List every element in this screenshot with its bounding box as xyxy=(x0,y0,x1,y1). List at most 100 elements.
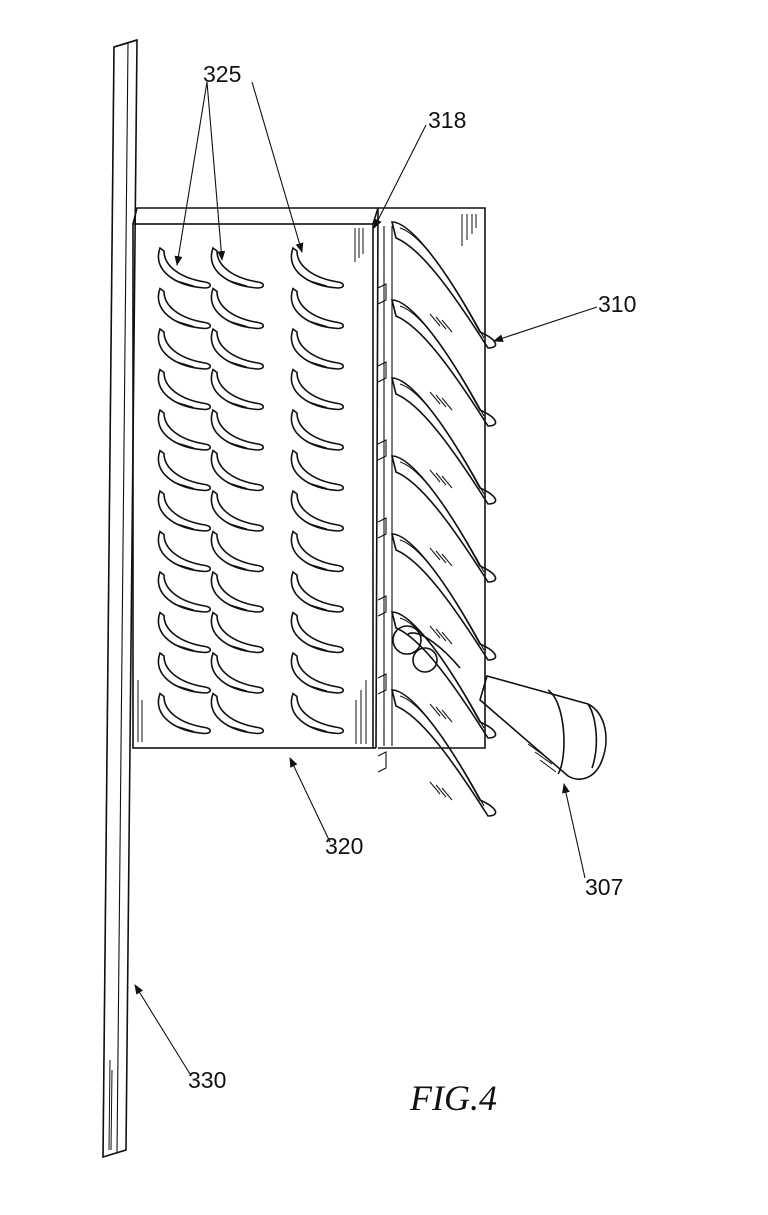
louvre-vane xyxy=(390,533,497,661)
vane-shading xyxy=(429,703,441,717)
label-310: 310 xyxy=(598,291,636,317)
slot-shading xyxy=(173,482,195,489)
vane-shading xyxy=(441,709,453,723)
vane-hinge xyxy=(377,517,387,539)
slot-shading xyxy=(173,320,195,327)
air-slot xyxy=(157,611,212,654)
slot-shading xyxy=(173,522,195,530)
vane-edge xyxy=(399,461,485,573)
figure-caption: FIG.4 xyxy=(409,1078,497,1118)
vane-edge xyxy=(399,695,485,807)
label-307: 307 xyxy=(585,874,623,900)
vane-shading xyxy=(429,391,441,405)
slot-shading xyxy=(226,360,248,368)
louvre-housing xyxy=(377,207,497,817)
air-slot xyxy=(157,408,212,451)
air-slot xyxy=(210,692,265,735)
vane-edge xyxy=(399,227,485,339)
air-slot xyxy=(210,651,265,694)
slot-shading xyxy=(173,725,195,732)
vane-shading xyxy=(435,394,447,408)
slot-shading xyxy=(173,644,195,651)
label-325: 325 xyxy=(203,61,241,87)
label-318: 318 xyxy=(428,107,466,133)
air-slot xyxy=(157,287,212,330)
air-slot xyxy=(210,489,265,532)
vane-shading xyxy=(429,781,441,795)
air-slot xyxy=(210,408,265,451)
slot-shading xyxy=(226,725,248,732)
louvre-vane xyxy=(390,221,497,349)
air-slot xyxy=(290,287,345,330)
slot-shading xyxy=(226,401,248,408)
vane-edge xyxy=(399,383,485,495)
air-slot xyxy=(210,611,265,654)
slot-shading xyxy=(226,441,248,449)
vane-hinge xyxy=(377,361,387,383)
slot-shading xyxy=(306,320,328,327)
air-slot xyxy=(157,570,212,613)
vane-shading xyxy=(435,706,447,720)
air-slot xyxy=(157,530,212,573)
vane-shading xyxy=(435,472,447,486)
leader-330 xyxy=(134,984,191,1075)
louvre-vane xyxy=(390,689,497,817)
vane-edge xyxy=(399,617,485,729)
label-320: 320 xyxy=(325,833,363,859)
leader-325-a xyxy=(174,81,208,266)
air-slot xyxy=(157,449,212,492)
leader-318 xyxy=(373,124,427,229)
vane-hinge xyxy=(377,439,387,461)
leader-lines xyxy=(134,81,598,1075)
louvre-vane xyxy=(390,611,497,739)
slot-shading xyxy=(226,279,248,287)
slot-shading xyxy=(306,279,328,287)
slot-shading xyxy=(226,482,248,489)
air-slot xyxy=(210,327,265,370)
slot-shading xyxy=(306,725,328,732)
air-slot xyxy=(290,570,345,613)
grille-plate xyxy=(132,207,380,749)
slot-shading xyxy=(226,684,248,692)
vane-hinge xyxy=(377,673,387,695)
slot-shading xyxy=(306,360,328,368)
vane-shading xyxy=(429,469,441,483)
vane-edge xyxy=(399,305,485,417)
leader-307 xyxy=(562,783,586,879)
slot-shading xyxy=(306,684,328,692)
vane-hinge xyxy=(377,751,387,773)
air-slot xyxy=(290,651,345,694)
louvre-vane xyxy=(390,377,497,505)
air-slot xyxy=(210,287,265,330)
vane-shading xyxy=(441,787,453,801)
air-slot xyxy=(290,611,345,654)
air-slot xyxy=(290,368,345,411)
slot-shading xyxy=(306,644,328,651)
air-slot xyxy=(210,368,265,411)
air-slot xyxy=(157,651,212,694)
slot-shading xyxy=(306,482,328,489)
vane-shading xyxy=(435,784,447,798)
air-slot xyxy=(157,368,212,411)
air-slot xyxy=(290,692,345,735)
louvre-vane xyxy=(390,455,497,583)
louvre-vanes xyxy=(377,221,497,817)
vane-edge xyxy=(399,539,485,651)
air-slot xyxy=(157,489,212,532)
air-slot xyxy=(157,246,212,289)
leader-320 xyxy=(289,757,331,843)
air-slot xyxy=(210,530,265,573)
slot-shading xyxy=(173,684,195,692)
vane-shading xyxy=(429,547,441,561)
slot-shading xyxy=(306,522,328,530)
slot-shading xyxy=(173,563,195,570)
adjuster-handle xyxy=(392,625,607,780)
vane-hinge xyxy=(377,595,387,617)
slot-shading xyxy=(226,563,248,570)
slot-shading xyxy=(173,401,195,408)
slot-shading xyxy=(306,603,328,611)
air-slot xyxy=(157,692,212,735)
slot-shading xyxy=(306,441,328,449)
air-slot xyxy=(210,570,265,613)
